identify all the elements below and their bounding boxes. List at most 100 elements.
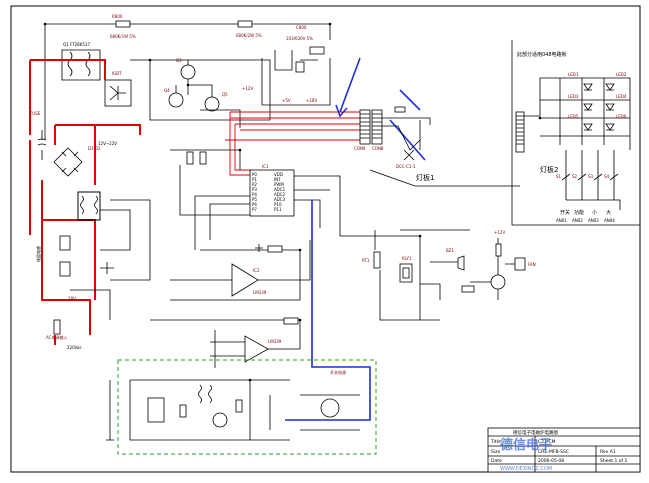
switch-id-2: AN03 bbox=[588, 218, 599, 223]
ic1-pin-7: P7 bbox=[252, 207, 257, 212]
ic1-pin-1: P1 bbox=[252, 177, 257, 182]
v12-label-1: +12V bbox=[242, 86, 253, 91]
led-board: 此部分适用048电路板 LED1 LED2 LED3 LED4 LED5 LED… bbox=[511, 40, 640, 226]
tb-row-size: Size bbox=[491, 449, 500, 455]
ic1-rpin-5: ADC3 bbox=[274, 197, 286, 202]
smps-transistor bbox=[320, 398, 340, 418]
relay-label: RLY1 bbox=[402, 256, 412, 261]
switch-id-0: AN01 bbox=[556, 218, 567, 223]
junction-dots bbox=[43, 22, 542, 382]
switch-id-3: AN04 bbox=[604, 218, 615, 223]
ic1-rpin-4: ADC2 bbox=[274, 192, 286, 197]
q3-transistor bbox=[180, 64, 196, 80]
igbt-label: IGBT bbox=[112, 71, 122, 76]
q4-transistor bbox=[168, 92, 184, 108]
right-middle-circuit: RT1 RLY1 BZ1 FAN +12V bbox=[340, 229, 536, 321]
fuse-label: FUSE bbox=[30, 111, 41, 116]
r800-label: R800 bbox=[112, 14, 123, 19]
switch-id-1: AN02 bbox=[572, 218, 583, 223]
r801-value: 680K/2W 5% bbox=[236, 33, 262, 38]
ic1-pin-2: P2 bbox=[252, 182, 257, 187]
con9-label: CON9 bbox=[354, 146, 366, 151]
main-connector: CON9 CON8 DCC-C1-1 灯板1 bbox=[354, 106, 520, 187]
c800-value: 103/630V 5% bbox=[286, 36, 313, 41]
eighteen-v-label: 18V bbox=[68, 296, 76, 301]
buzzer-symbol bbox=[457, 255, 465, 271]
ic1-body bbox=[249, 169, 295, 217]
q5-label: Q5 bbox=[222, 92, 228, 97]
sw-short-2: S3 bbox=[588, 174, 594, 179]
ic1-pin-6: P6 bbox=[252, 202, 257, 207]
mcu-ic1: IC1 P0 P1 P2 P3 P4 P5 P6 P7 VDD INT PWM … bbox=[170, 149, 341, 250]
tb-sheet: Sheet 1 of 1 bbox=[600, 458, 628, 464]
power-stage: R800 680K/1W 5% 680K/2W 5% C800 103/630V… bbox=[44, 14, 331, 140]
ic1-rpin-2: PWM bbox=[274, 182, 284, 187]
led-label-1: LED2 bbox=[616, 72, 627, 77]
bridge-rectifier: D1 D2 12V~22V bbox=[37, 130, 117, 177]
led-label-0: LED1 bbox=[568, 72, 579, 77]
ic2-label: IC2 bbox=[253, 268, 260, 273]
sheet-border bbox=[10, 5, 641, 473]
fan-connector bbox=[514, 257, 526, 271]
led-label-2: LED3 bbox=[568, 94, 579, 99]
dcc-label: DCC-C1-1 bbox=[396, 164, 416, 169]
led-label-4: LED5 bbox=[568, 114, 579, 119]
tb-doc: CHE-MFB-SSC bbox=[538, 449, 569, 455]
blue-sense-path bbox=[285, 57, 426, 421]
v5-label-1: +5V bbox=[282, 98, 291, 103]
q3-label: Q3 bbox=[176, 58, 182, 63]
tb-header: 德信电子电磁炉电路图 bbox=[513, 429, 558, 436]
c800-label: C800 bbox=[296, 25, 307, 30]
switch-0: 开关 bbox=[560, 209, 570, 216]
smps-label: 开关电源 bbox=[330, 369, 346, 375]
tb-row-title: Title bbox=[490, 439, 501, 445]
sw-short-3: S4 bbox=[604, 174, 610, 179]
ac-voltage-label: 220Vac bbox=[67, 345, 82, 350]
v12-label-2: +12V bbox=[494, 230, 505, 235]
con8-label: CON8 bbox=[372, 146, 384, 151]
comparator-ic3 bbox=[244, 335, 269, 363]
ic1-pin-3: P3 bbox=[252, 187, 257, 192]
con8-body bbox=[371, 109, 383, 145]
q5-transistor bbox=[204, 96, 220, 112]
ic1-rpin-0: VDD bbox=[274, 172, 283, 177]
board1-label: 灯板1 bbox=[416, 173, 434, 182]
switch-1: 功能 bbox=[574, 209, 584, 216]
board2-label: 灯板2 bbox=[540, 165, 558, 174]
watermark-site: WWW.DEXINDZ.COM bbox=[500, 466, 552, 472]
ic1-rpin-3: ADC1 bbox=[274, 187, 286, 192]
ic1-pin-5: P5 bbox=[252, 197, 257, 202]
fan-label: FAN bbox=[528, 262, 536, 267]
r800-value: 680K/1W 5% bbox=[110, 34, 136, 39]
voltage-range-label: 12V~22V bbox=[98, 141, 117, 146]
q1-label: Q1 FT28K517 bbox=[63, 42, 90, 47]
led-label-5: LED6 bbox=[616, 114, 627, 119]
ic1-label: IC1 bbox=[262, 164, 269, 169]
comparators: IC2 LM339 LM339 bbox=[150, 240, 311, 368]
switch-3: 大 bbox=[606, 209, 611, 216]
heater-side-label: 线盘电感 bbox=[35, 246, 41, 262]
sw-short-0: S1 bbox=[556, 174, 562, 179]
switch-2: 小 bbox=[592, 209, 597, 216]
tb-date: 2006-05-08 bbox=[538, 458, 564, 464]
rectifier-label: D1 D2 bbox=[88, 146, 101, 151]
watermark-company: 德信电子 bbox=[500, 437, 552, 453]
tb-model: C21-CM bbox=[538, 439, 556, 445]
ic2-name: LM339 bbox=[253, 290, 267, 295]
ic3-name: LM339 bbox=[268, 339, 282, 344]
tb-row-date: Date bbox=[491, 458, 502, 464]
fan-transistor bbox=[490, 274, 506, 290]
ic1-pin-0: P0 bbox=[252, 172, 257, 177]
ic1-rpin-7: P11 bbox=[274, 207, 282, 212]
led-label-3: LED4 bbox=[616, 94, 627, 99]
v18-label-1: +18V bbox=[306, 98, 317, 103]
ic1-pin-4: P4 bbox=[252, 192, 257, 197]
sw-short-1: S2 bbox=[572, 174, 578, 179]
title-block: 德信电子电磁炉电路图 Title C21-CM Size CHE-MFB-SSC… bbox=[487, 427, 641, 473]
con9-body bbox=[359, 109, 371, 145]
igbt-body bbox=[104, 79, 132, 107]
smps-section: 开关电源 bbox=[106, 359, 377, 455]
smps-dashed-box bbox=[117, 359, 377, 455]
